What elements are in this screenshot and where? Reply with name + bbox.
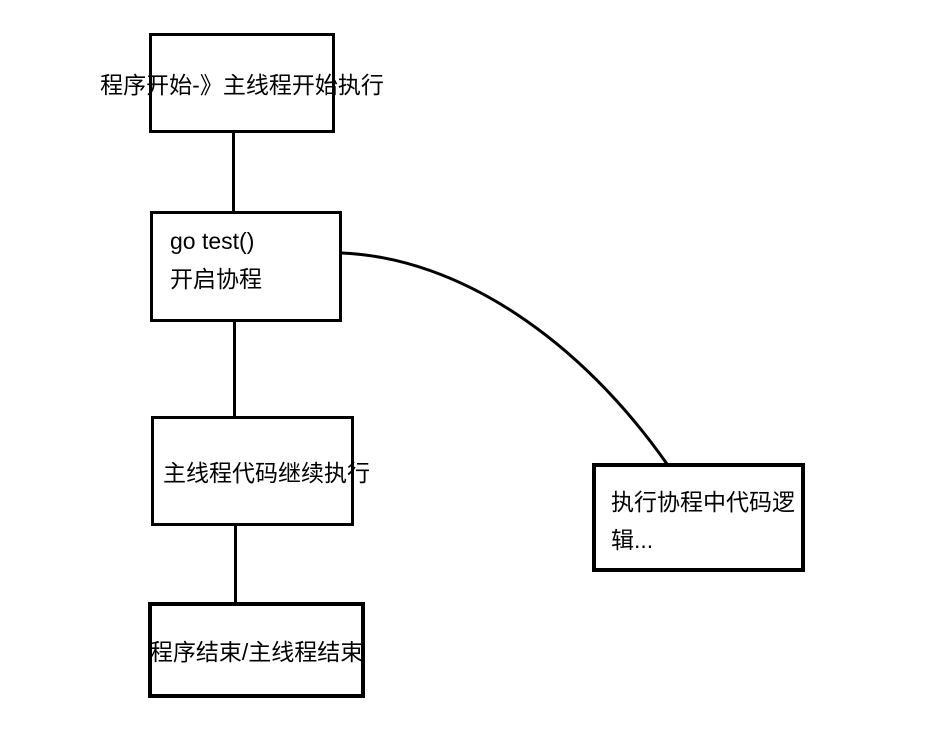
- node-program-end-label: 程序结束/主线程结束: [149, 639, 364, 665]
- node-main-thread-continue-label: 主线程代码继续执行: [163, 460, 370, 486]
- node-program-end: 程序结束/主线程结束: [148, 602, 365, 698]
- node-program-start-label: 程序开始-》主线程开始执行: [100, 72, 384, 98]
- connector-gotest-to-goroutine-curve: [341, 251, 669, 465]
- node-main-thread-continue: 主线程代码继续执行: [151, 416, 370, 526]
- node-go-test-line2: 开启协程: [170, 266, 262, 292]
- node-go-test-line1: go test(): [170, 228, 255, 254]
- node-goroutine-logic-line2: 辑...: [611, 527, 654, 553]
- node-go-test: go test() 开启协程: [150, 211, 342, 322]
- node-goroutine-logic: 执行协程中代码逻 辑...: [592, 463, 805, 572]
- node-program-start: 程序开始-》主线程开始执行: [100, 33, 384, 133]
- node-goroutine-logic-line1: 执行协程中代码逻: [611, 489, 795, 515]
